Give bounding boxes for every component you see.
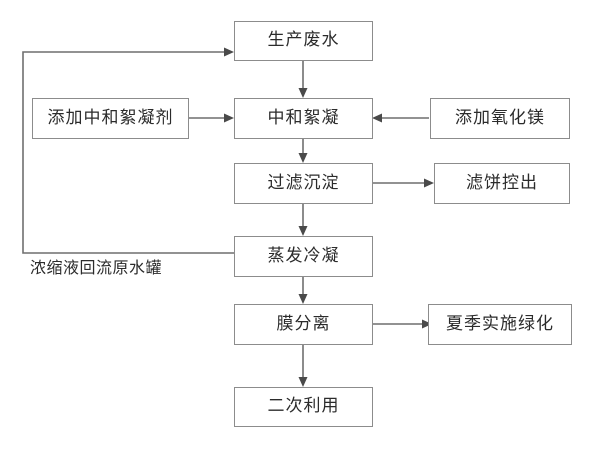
node-label-production-wastewater: 生产废水 xyxy=(267,30,340,50)
arrowhead-flocculant-to-neutralization xyxy=(224,113,234,123)
node-filtration-precipitation[interactable]: 过滤沉淀 xyxy=(234,163,373,204)
node-membrane-separation[interactable]: 膜分离 xyxy=(234,304,373,345)
node-label-evaporation-condensation: 蒸发冷凝 xyxy=(267,245,340,266)
arrowhead-magnesium-to-neutralization xyxy=(372,113,382,123)
node-neutral-flocculation[interactable]: 中和絮凝 xyxy=(234,98,373,139)
node-add-magnesium-oxide[interactable]: 添加氧化镁 xyxy=(430,98,570,139)
arrowhead-production-to-neutralization xyxy=(298,88,308,98)
arrowhead-evaporation-to-membrane xyxy=(298,294,308,304)
node-label-neutral-flocculation: 中和絮凝 xyxy=(267,107,340,128)
arrowhead-membrane-to-reuse xyxy=(298,377,308,387)
arrowhead-feedback-to-production xyxy=(224,47,234,57)
arrowhead-filtration-to-filtercake xyxy=(424,178,434,188)
node-summer-greening[interactable]: 夏季实施绿化 xyxy=(428,304,572,345)
node-label-membrane-separation: 膜分离 xyxy=(276,313,331,334)
node-evaporation-condensation[interactable]: 蒸发冷凝 xyxy=(234,236,373,277)
node-secondary-reuse[interactable]: 二次利用 xyxy=(234,387,373,427)
node-label-add-magnesium-oxide: 添加氧化镁 xyxy=(455,107,545,128)
node-production-wastewater[interactable]: 生产废水 xyxy=(234,21,373,61)
arrowhead-neutralization-to-filtration xyxy=(298,153,308,163)
arrowhead-filtration-to-evaporation xyxy=(298,226,308,236)
node-label-filtration-precipitation: 过滤沉淀 xyxy=(267,172,340,193)
node-label-filter-cake-discharge: 滤饼控出 xyxy=(466,172,538,193)
edge-evaporation-feedback-to-production xyxy=(22,51,234,254)
node-add-neutral-flocculant[interactable]: 添加中和絮凝剂 xyxy=(32,98,189,139)
node-filter-cake-discharge[interactable]: 滤饼控出 xyxy=(434,163,570,204)
concentrate-return-label: 浓缩液回流原水罐 xyxy=(30,258,163,277)
node-label-secondary-reuse: 二次利用 xyxy=(267,396,340,416)
node-label-add-neutral-flocculant: 添加中和絮凝剂 xyxy=(47,107,174,128)
node-label-summer-greening: 夏季实施绿化 xyxy=(446,313,554,334)
